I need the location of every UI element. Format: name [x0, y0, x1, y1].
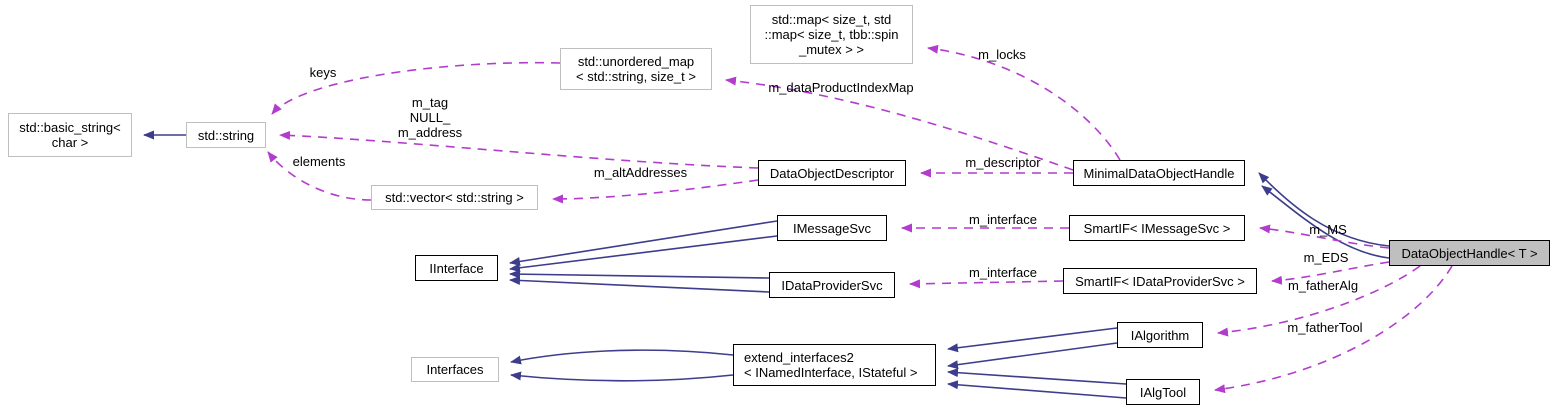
edge-descriptor-string-tag	[279, 130, 759, 169]
node-minimal-data-object-handle[interactable]: MinimalDataObjectHandle	[1073, 160, 1245, 186]
edge-label-m-locks: m_locks	[978, 47, 1026, 62]
node-line: IAlgorithm	[1130, 327, 1190, 343]
node-line: std::basic_string<	[19, 120, 121, 135]
node-line: std::string	[197, 127, 255, 143]
edge-label-line: m_tag	[411, 95, 449, 110]
node-line: IMessageSvc	[792, 220, 872, 236]
node-line: < std::string, size_t >	[576, 69, 696, 84]
node-line: IAlgTool	[1139, 384, 1187, 400]
node-std-basic-string[interactable]: std::basic_string< char >	[8, 113, 132, 157]
node-idataprovidersvc[interactable]: IDataProviderSvc	[769, 272, 895, 298]
node-data-object-descriptor[interactable]: DataObjectDescriptor	[758, 160, 906, 186]
edge-ialgorithm-extend-1	[947, 327, 1118, 353]
edge-label-line: m_address	[397, 125, 463, 140]
edge-label-elements: elements	[292, 154, 346, 169]
node-line: std::map< size_t, std	[771, 12, 892, 27]
node-line: MinimalDataObjectHandle	[1083, 165, 1235, 181]
node-std-vector-string[interactable]: std::vector< std::string >	[371, 185, 538, 210]
node-interfaces[interactable]: Interfaces	[411, 357, 499, 382]
edge-idataprovidersvc-iinterface	[509, 269, 770, 279]
edge-extend-interfaces-1	[510, 349, 734, 365]
edge-ialgorithm-extend-2	[947, 342, 1118, 370]
node-line: std::unordered_map	[577, 54, 695, 69]
edge-label-m-tag-null-address: m_tag NULL_ m_address	[385, 95, 475, 140]
node-line: IDataProviderSvc	[781, 277, 883, 293]
edge-label-m-fatheralg: m_fatherAlg	[1287, 278, 1359, 293]
edge-imessagesvc-iinterface-2	[509, 235, 778, 273]
node-line: SmartIF< IDataProviderSvc >	[1075, 273, 1245, 289]
node-line: std::vector< std::string >	[385, 190, 524, 205]
node-smartif-idataprovidersvc[interactable]: SmartIF< IDataProviderSvc >	[1063, 268, 1257, 294]
node-std-unordered-map[interactable]: std::unordered_map < std::string, size_t…	[560, 48, 712, 90]
edge-ialgtool-extend-1	[947, 368, 1127, 385]
node-line: < INamedInterface, IStateful >	[744, 365, 918, 380]
node-line: ::map< size_t, tbb::spin	[764, 27, 899, 42]
edge-label-m-fathertool: m_fatherTool	[1287, 320, 1363, 335]
edge-imessagesvc-iinterface	[509, 220, 778, 266]
edge-label-line: NULL_	[409, 110, 451, 125]
edge-label-m-interface-top: m_interface	[969, 212, 1037, 227]
node-std-map-spin-mutex[interactable]: std::map< size_t, std ::map< size_t, tbb…	[750, 5, 913, 64]
edge-label-m-interface-bottom: m_interface	[969, 265, 1037, 280]
node-iinterface[interactable]: IInterface	[415, 255, 498, 281]
edge-label-m-descriptor: m_descriptor	[965, 155, 1041, 170]
node-smartif-imessagesvc[interactable]: SmartIF< IMessageSvc >	[1069, 215, 1245, 241]
node-ialgtool[interactable]: IAlgTool	[1126, 379, 1200, 405]
edge-label-m-dataproductindexmap: m_dataProductIndexMap	[768, 80, 914, 95]
edge-descriptor-vector-altaddresses	[552, 179, 759, 204]
edge-label-m-eds: m_EDS	[1303, 250, 1349, 265]
edge-label-keys: keys	[309, 65, 337, 80]
edge-minimal-mapspin	[927, 44, 1121, 161]
edge-label-m-altaddresses: m_altAddresses	[593, 165, 688, 180]
node-line: IInterface	[429, 260, 484, 276]
edge-ialgtool-extend-2	[947, 380, 1127, 399]
node-data-object-handle-t[interactable]: DataObjectHandle< T >	[1389, 240, 1550, 266]
edge-extend-interfaces-2	[510, 371, 734, 382]
node-imessagesvc[interactable]: IMessageSvc	[777, 215, 887, 241]
node-line: extend_interfaces2	[744, 350, 854, 365]
node-extend-interfaces2[interactable]: extend_interfaces2 < INamedInterface, IS…	[733, 344, 936, 386]
node-line: _mutex > >	[798, 42, 865, 57]
node-std-string[interactable]: std::string	[186, 122, 266, 148]
node-ialgorithm[interactable]: IAlgorithm	[1117, 322, 1203, 348]
edge-label-m-ms: m_MS	[1309, 222, 1347, 237]
edge-smartif-idataprovidersvc	[909, 279, 1064, 289]
node-line: char >	[51, 135, 89, 150]
node-line: Interfaces	[426, 362, 484, 377]
node-line: DataObjectDescriptor	[769, 165, 895, 181]
node-line: DataObjectHandle< T >	[1401, 245, 1538, 261]
node-line: SmartIF< IMessageSvc >	[1083, 220, 1231, 236]
edge-idataprovidersvc-iinterface-2	[509, 275, 770, 293]
